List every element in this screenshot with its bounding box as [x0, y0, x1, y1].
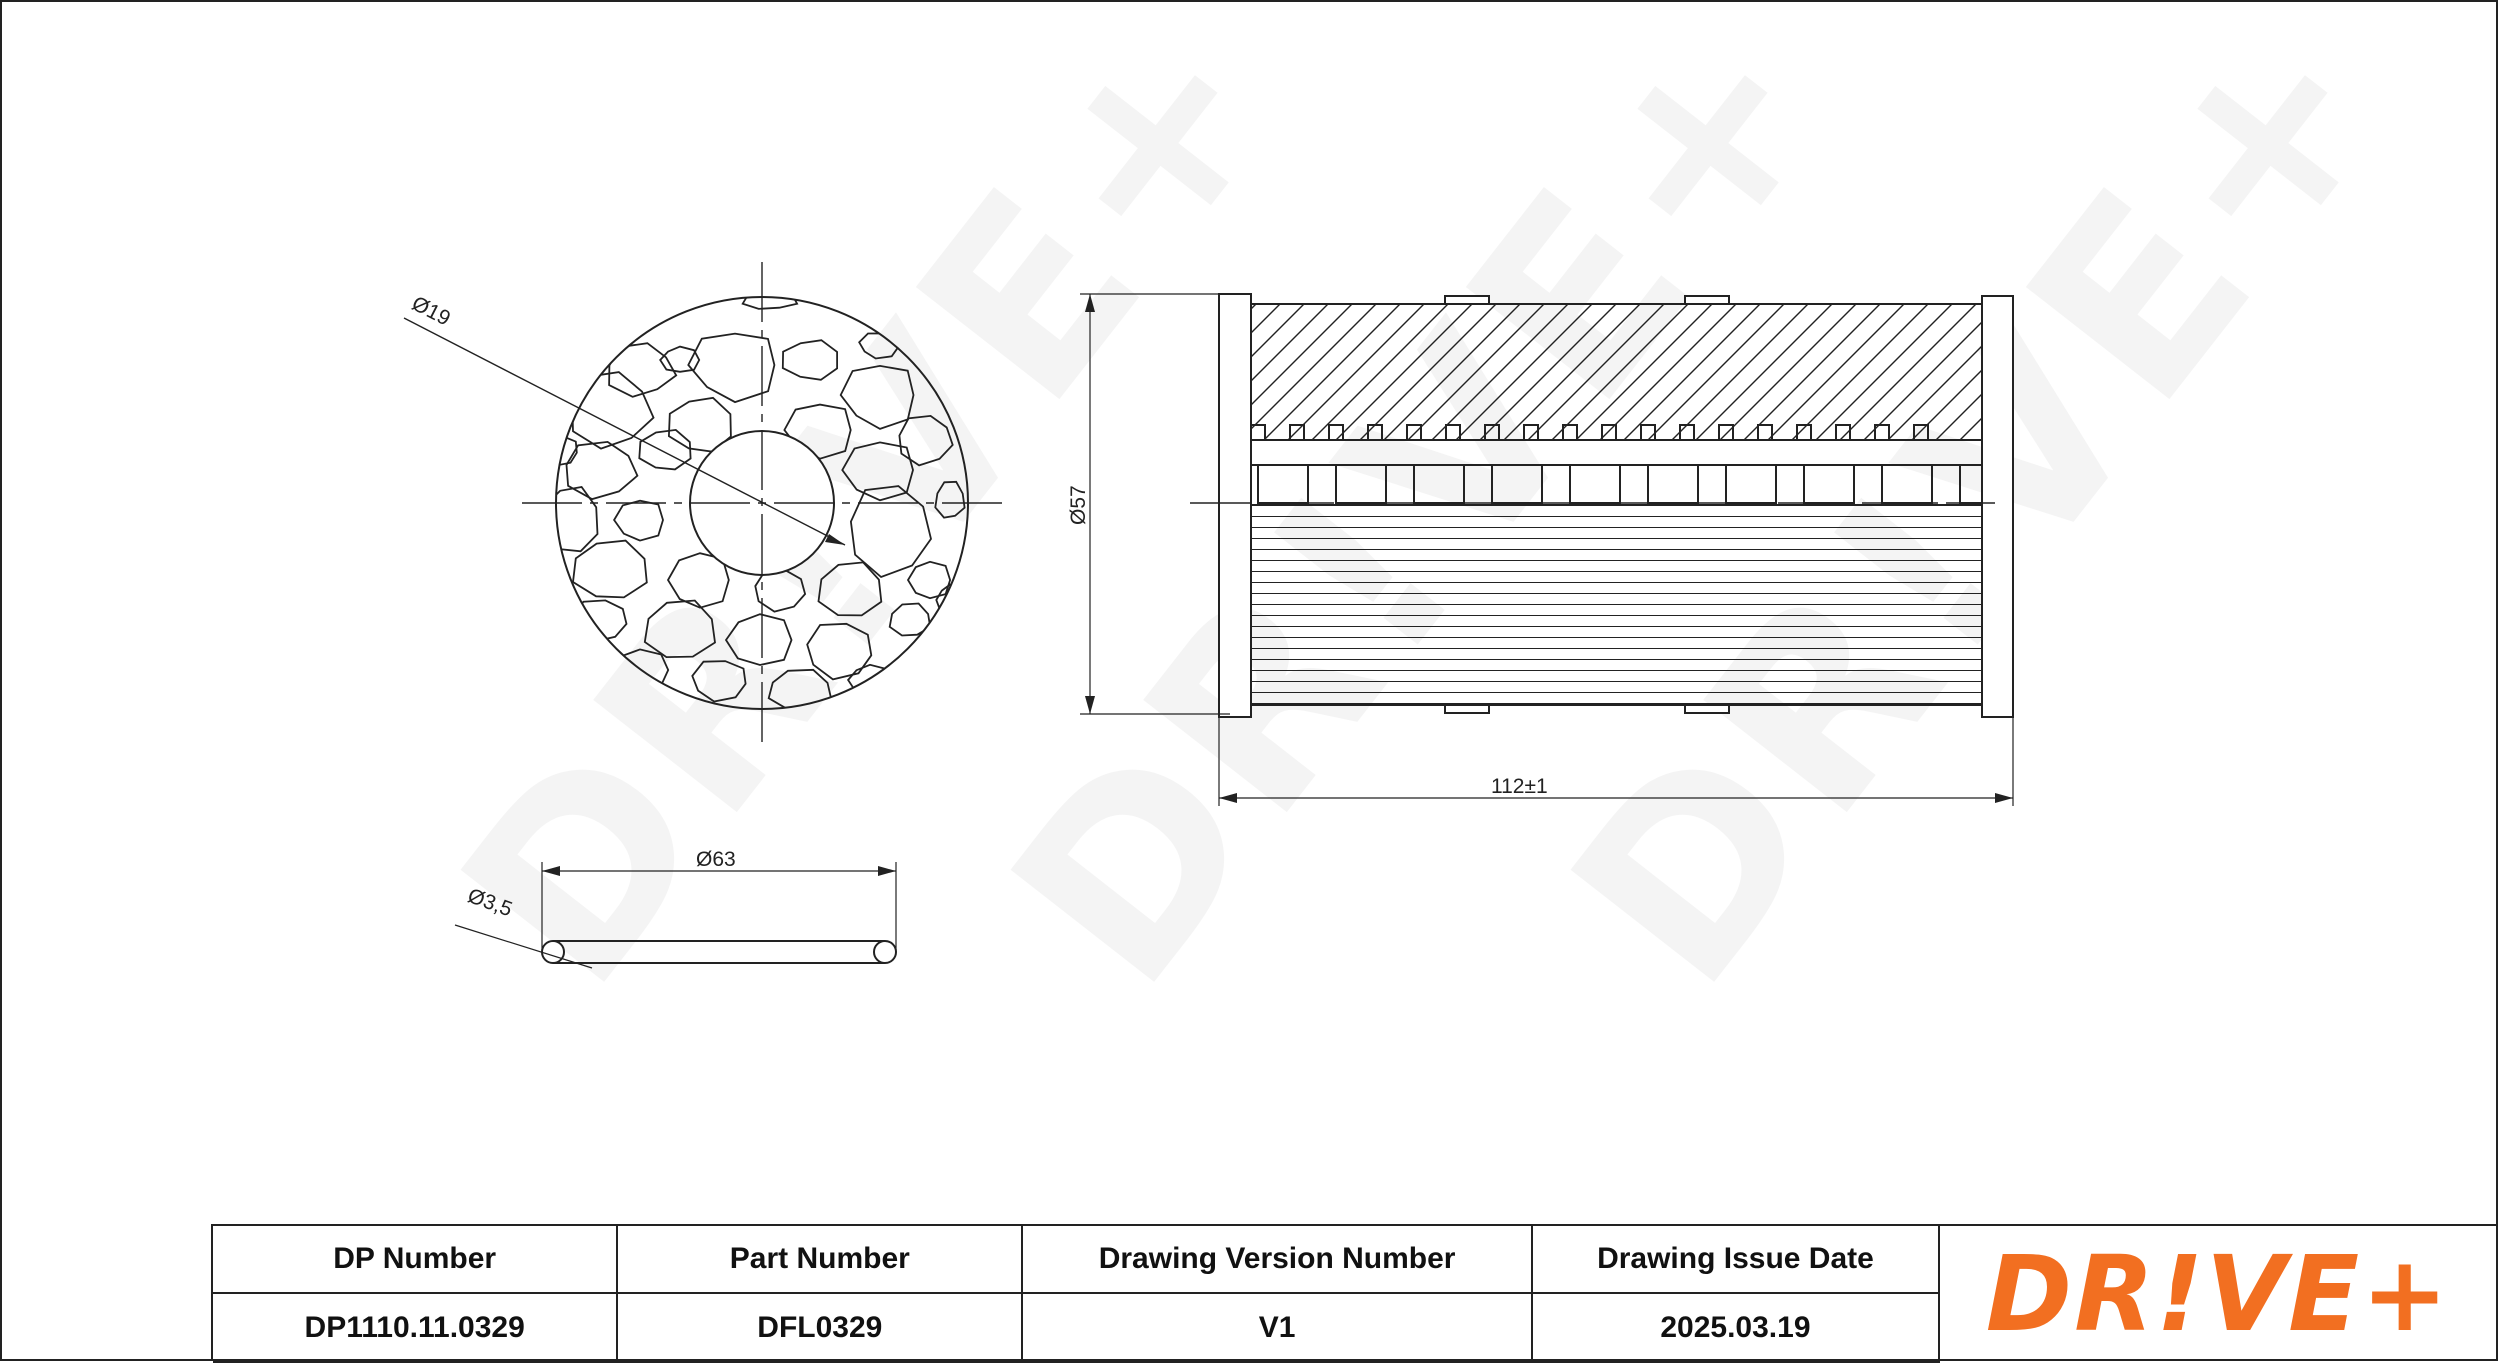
- core-crenel-path: [1250, 424, 1982, 441]
- length-arrow-left: [1219, 793, 1237, 803]
- media-cell: [898, 414, 954, 467]
- value-issue-date: 2025.03.19: [1531, 1293, 1941, 1363]
- length-label: 112±1: [1491, 775, 1548, 798]
- title-block-table: DP Number Part Number Drawing Version Nu…: [213, 1226, 1941, 1363]
- pleated-media: [1250, 504, 1983, 706]
- o-ring-view: [454, 862, 897, 969]
- end-view: [403, 262, 1002, 745]
- bottom-tab-1: [1444, 704, 1490, 714]
- title-block: DP Number Part Number Drawing Version Nu…: [211, 1224, 2496, 1363]
- ring-arrow-right: [878, 866, 896, 876]
- media-cell: [572, 539, 648, 599]
- bottom-tab-2: [1684, 704, 1730, 714]
- value-drawing-version: V1: [1022, 1293, 1533, 1363]
- cross-section-leader: [454, 924, 593, 969]
- media-cell: [556, 435, 578, 467]
- value-part-number: DFL0329: [617, 1293, 1024, 1363]
- media-cell: [691, 660, 747, 703]
- side-view: [1080, 293, 2014, 806]
- header-part-number: Part Number: [617, 1226, 1024, 1294]
- media-cell: [849, 485, 932, 579]
- logo-cell: DR!VE+: [1940, 1226, 2496, 1361]
- length-arrow-right: [1995, 793, 2013, 803]
- media-cell: [659, 345, 701, 373]
- core-window: [1725, 464, 1777, 504]
- media-cell: [724, 613, 793, 666]
- value-dp-number: DP1110.11.0329: [213, 1293, 619, 1363]
- o-ring-left-section: [541, 940, 565, 964]
- media-cell: [783, 403, 852, 460]
- media-cell: [643, 599, 716, 659]
- media-cell: [781, 339, 838, 381]
- o-ring-right-section: [873, 940, 897, 964]
- ring-arrow-left: [542, 866, 560, 876]
- media-cell: [888, 602, 932, 637]
- hatched-section: [1250, 303, 1983, 441]
- core-window: [1647, 464, 1699, 504]
- core-crenellations: [1250, 424, 2011, 504]
- od-arrow-top: [1085, 294, 1095, 312]
- media-cell: [741, 297, 799, 310]
- od-arrow-bottom: [1085, 696, 1095, 714]
- media-cell: [817, 561, 883, 617]
- media-cell: [667, 396, 732, 453]
- header-drawing-version: Drawing Version Number: [1022, 1226, 1533, 1294]
- media-cell: [638, 428, 692, 471]
- media-cell: [565, 440, 639, 501]
- title-block-header-row: DP Number Part Number Drawing Version Nu…: [213, 1226, 1941, 1294]
- top-tab-1: [1444, 295, 1490, 305]
- bore-leader-arrow: [825, 534, 845, 545]
- bore-diameter-label: Ø19: [408, 292, 454, 331]
- media-cell: [556, 486, 599, 553]
- bore-dimension-leader: [403, 317, 846, 546]
- outer-diameter-label: Ø57: [1067, 485, 1090, 525]
- media-cell: [613, 499, 664, 542]
- media-cell: [687, 332, 776, 404]
- left-end-cap: [1218, 293, 1252, 718]
- media-cell: [806, 622, 873, 681]
- top-tab-2: [1684, 295, 1730, 305]
- ring-diameter-label: Ø63: [696, 848, 736, 871]
- media-cell: [934, 480, 966, 519]
- media-cell: [754, 569, 807, 613]
- title-block-value-row: DP1110.11.0329 DFL0329 V1 2025.03.19: [213, 1293, 1941, 1363]
- drive-logo: DR!VE+: [1985, 1232, 2451, 1355]
- media-cell: [841, 441, 914, 502]
- header-dp-number: DP Number: [213, 1226, 619, 1294]
- media-cell: [839, 364, 915, 430]
- right-end-cap: [1981, 295, 2014, 718]
- header-issue-date: Drawing Issue Date: [1531, 1226, 1941, 1294]
- media-cell: [906, 560, 952, 600]
- filter-media-cells: [556, 297, 966, 709]
- media-cell: [608, 342, 678, 398]
